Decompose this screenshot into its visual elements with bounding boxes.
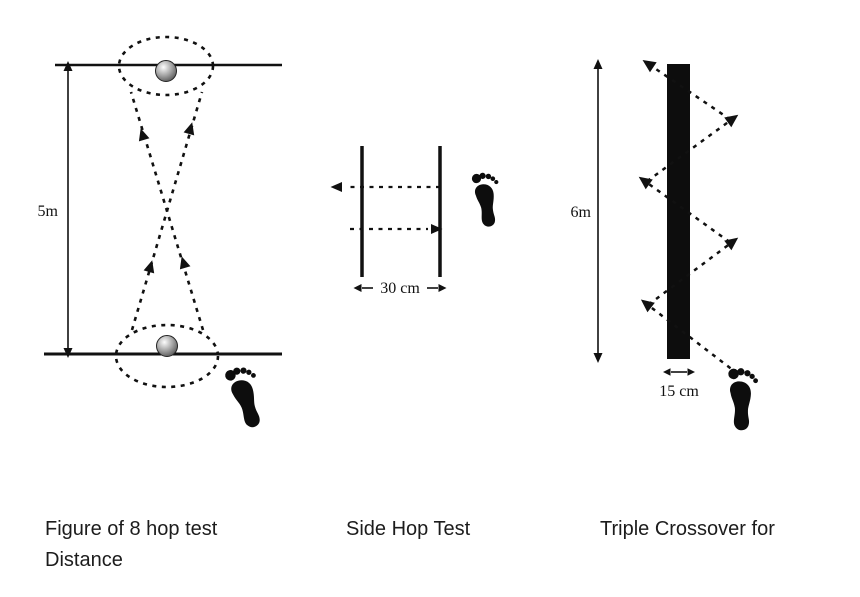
caption-line: Figure of 8 hop test [45,518,218,540]
width-measure [663,368,695,376]
triple-crossover-caption: Triple Crossover for [600,518,775,540]
figure-eight-distance-label: 5m [38,203,59,220]
top-cone-icon [155,60,177,82]
hop-left-arrow [330,182,440,192]
hop-right-arrow [350,224,443,234]
bottom-cone-icon [156,335,178,357]
arrowhead-left-icon [663,368,671,376]
side-hop-caption: Side Hop Test [346,518,471,540]
arrowhead-right-icon [438,284,447,292]
triple-crossover-height-label: 6m [571,204,592,221]
triple-crossover-width-label: 15 cm [659,383,699,400]
footprint-icon [726,367,759,431]
figure-eight-diagram: 5m [38,35,282,431]
direction-arrow-icon [642,59,657,73]
direction-arrow-icon [138,128,150,142]
footprint-icon [223,363,269,431]
arrowhead-right-icon [431,224,443,234]
arrowhead-left-icon [353,284,362,292]
side-hop-diagram: 30 cm [330,146,503,297]
distance-arrow [63,61,73,358]
direction-arrow-icon [724,237,739,251]
arrowhead-down-icon [63,348,73,358]
height-arrow [593,59,603,363]
arrowhead-up-icon [63,61,73,71]
width-measure [353,284,447,292]
direction-arrow-icon [724,114,739,128]
top-loop-path [117,35,215,97]
direction-arrow-icon [640,299,655,313]
crossover-bar [667,64,690,359]
arrowhead-left-icon [330,182,342,192]
caption-line: Distance [45,549,123,571]
direction-arrow-icon [638,176,653,190]
footprint-icon [471,171,503,228]
hop-tests-drawing: 5m [38,35,759,431]
direction-arrow-icon [143,260,155,274]
figure-eight-caption: Figure of 8 hop test Distance [45,514,217,576]
triple-crossover-diagram: 6m 15 cm [571,59,759,431]
arrowhead-right-icon [687,368,695,376]
arrowhead-up-icon [593,59,603,69]
bottom-loop-path [114,323,220,389]
side-hop-width-label: 30 cm [380,280,420,297]
figure-eight-diagonal-path [129,91,205,331]
direction-arrow-icon [179,256,191,270]
arrowhead-down-icon [593,353,603,363]
zigzag-hop-path [643,63,739,375]
direction-arrow-icon [183,122,195,136]
